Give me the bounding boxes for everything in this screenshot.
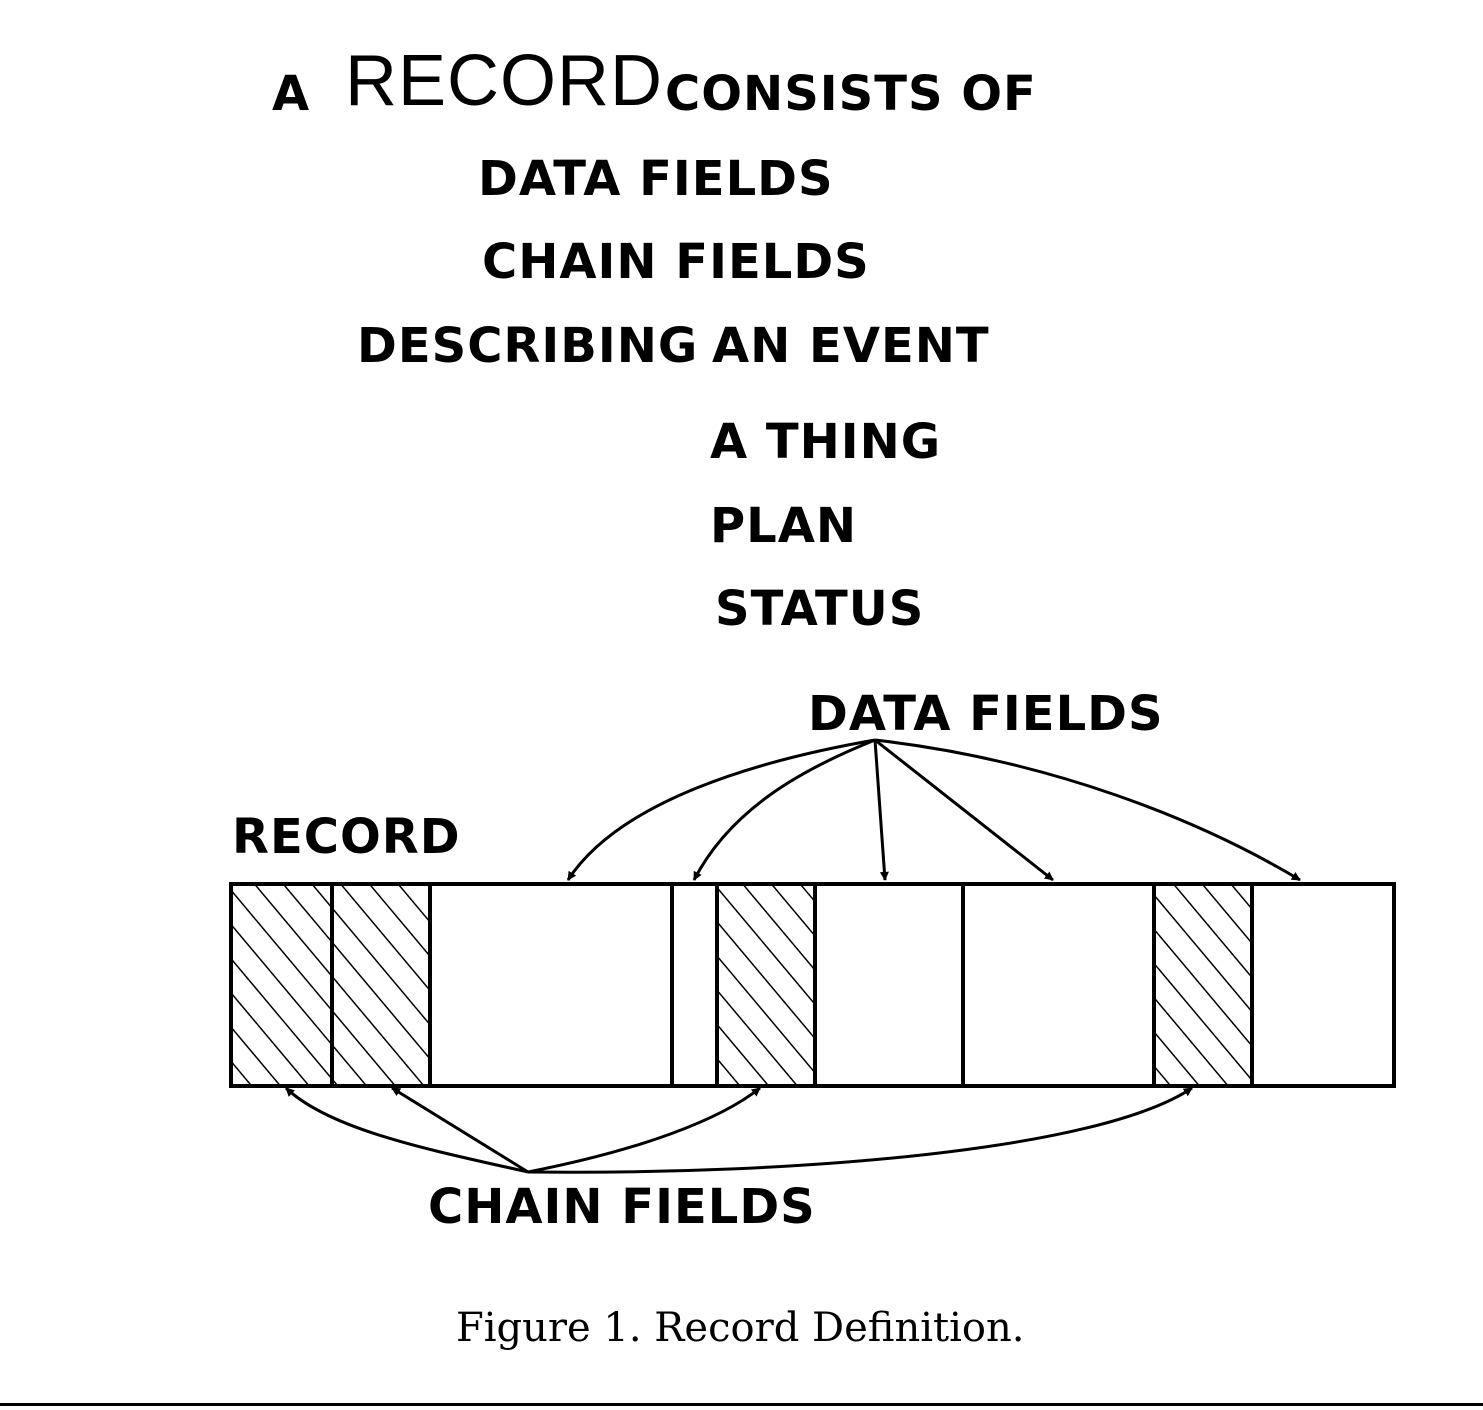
bottom-rule: [0, 1403, 1483, 1406]
heading-item-data-fields: DATA FIELDS: [478, 151, 834, 207]
heading-a: A: [272, 66, 311, 122]
heading-subject-event: AN EVENT: [712, 318, 990, 374]
data-field-cell-2: [670, 882, 719, 1088]
heading-subject-plan: PLAN: [710, 498, 858, 554]
data-field-cell-3: [813, 882, 965, 1088]
figure-caption: Figure 1. Record Definition.: [456, 1305, 1025, 1351]
chain-field-cell-2: [330, 882, 432, 1088]
data-field-cell-4: [961, 882, 1156, 1088]
record-label: RECORD: [232, 809, 461, 865]
chain-field-cell-4: [1152, 882, 1254, 1088]
chain-arrow-4: [527, 1086, 1193, 1174]
data-arrow-1: [566, 738, 876, 881]
data-field-arrows: [566, 738, 1301, 882]
record-bar: [229, 882, 1396, 1088]
chain-field-cell-3: [715, 882, 817, 1088]
data-arrow-2: [692, 738, 876, 881]
heading-subject-status: STATUS: [715, 581, 925, 637]
data-arrow-5: [874, 738, 1301, 882]
data-arrow-3: [873, 739, 889, 881]
chain-arrow-3: [527, 1086, 761, 1174]
data-field-cell-1: [428, 882, 674, 1088]
data-arrow-4: [874, 738, 1054, 882]
data-fields-label: DATA FIELDS: [808, 686, 1164, 742]
chain-field-cell-1: [229, 882, 334, 1088]
heading-subject-thing: A THING: [710, 414, 942, 470]
chain-arrow-2: [391, 1086, 529, 1174]
data-field-cell-5: [1250, 882, 1396, 1088]
heading-describing: DESCRIBING: [357, 318, 699, 374]
chain-arrow-1: [284, 1086, 529, 1174]
chain-field-arrows: [284, 1086, 1193, 1174]
chain-fields-label: CHAIN FIELDS: [428, 1179, 816, 1235]
heading-record: RECORD: [345, 41, 664, 121]
heading-item-chain-fields: CHAIN FIELDS: [482, 234, 870, 290]
heading-consists-of: CONSISTS OF: [665, 66, 1037, 122]
